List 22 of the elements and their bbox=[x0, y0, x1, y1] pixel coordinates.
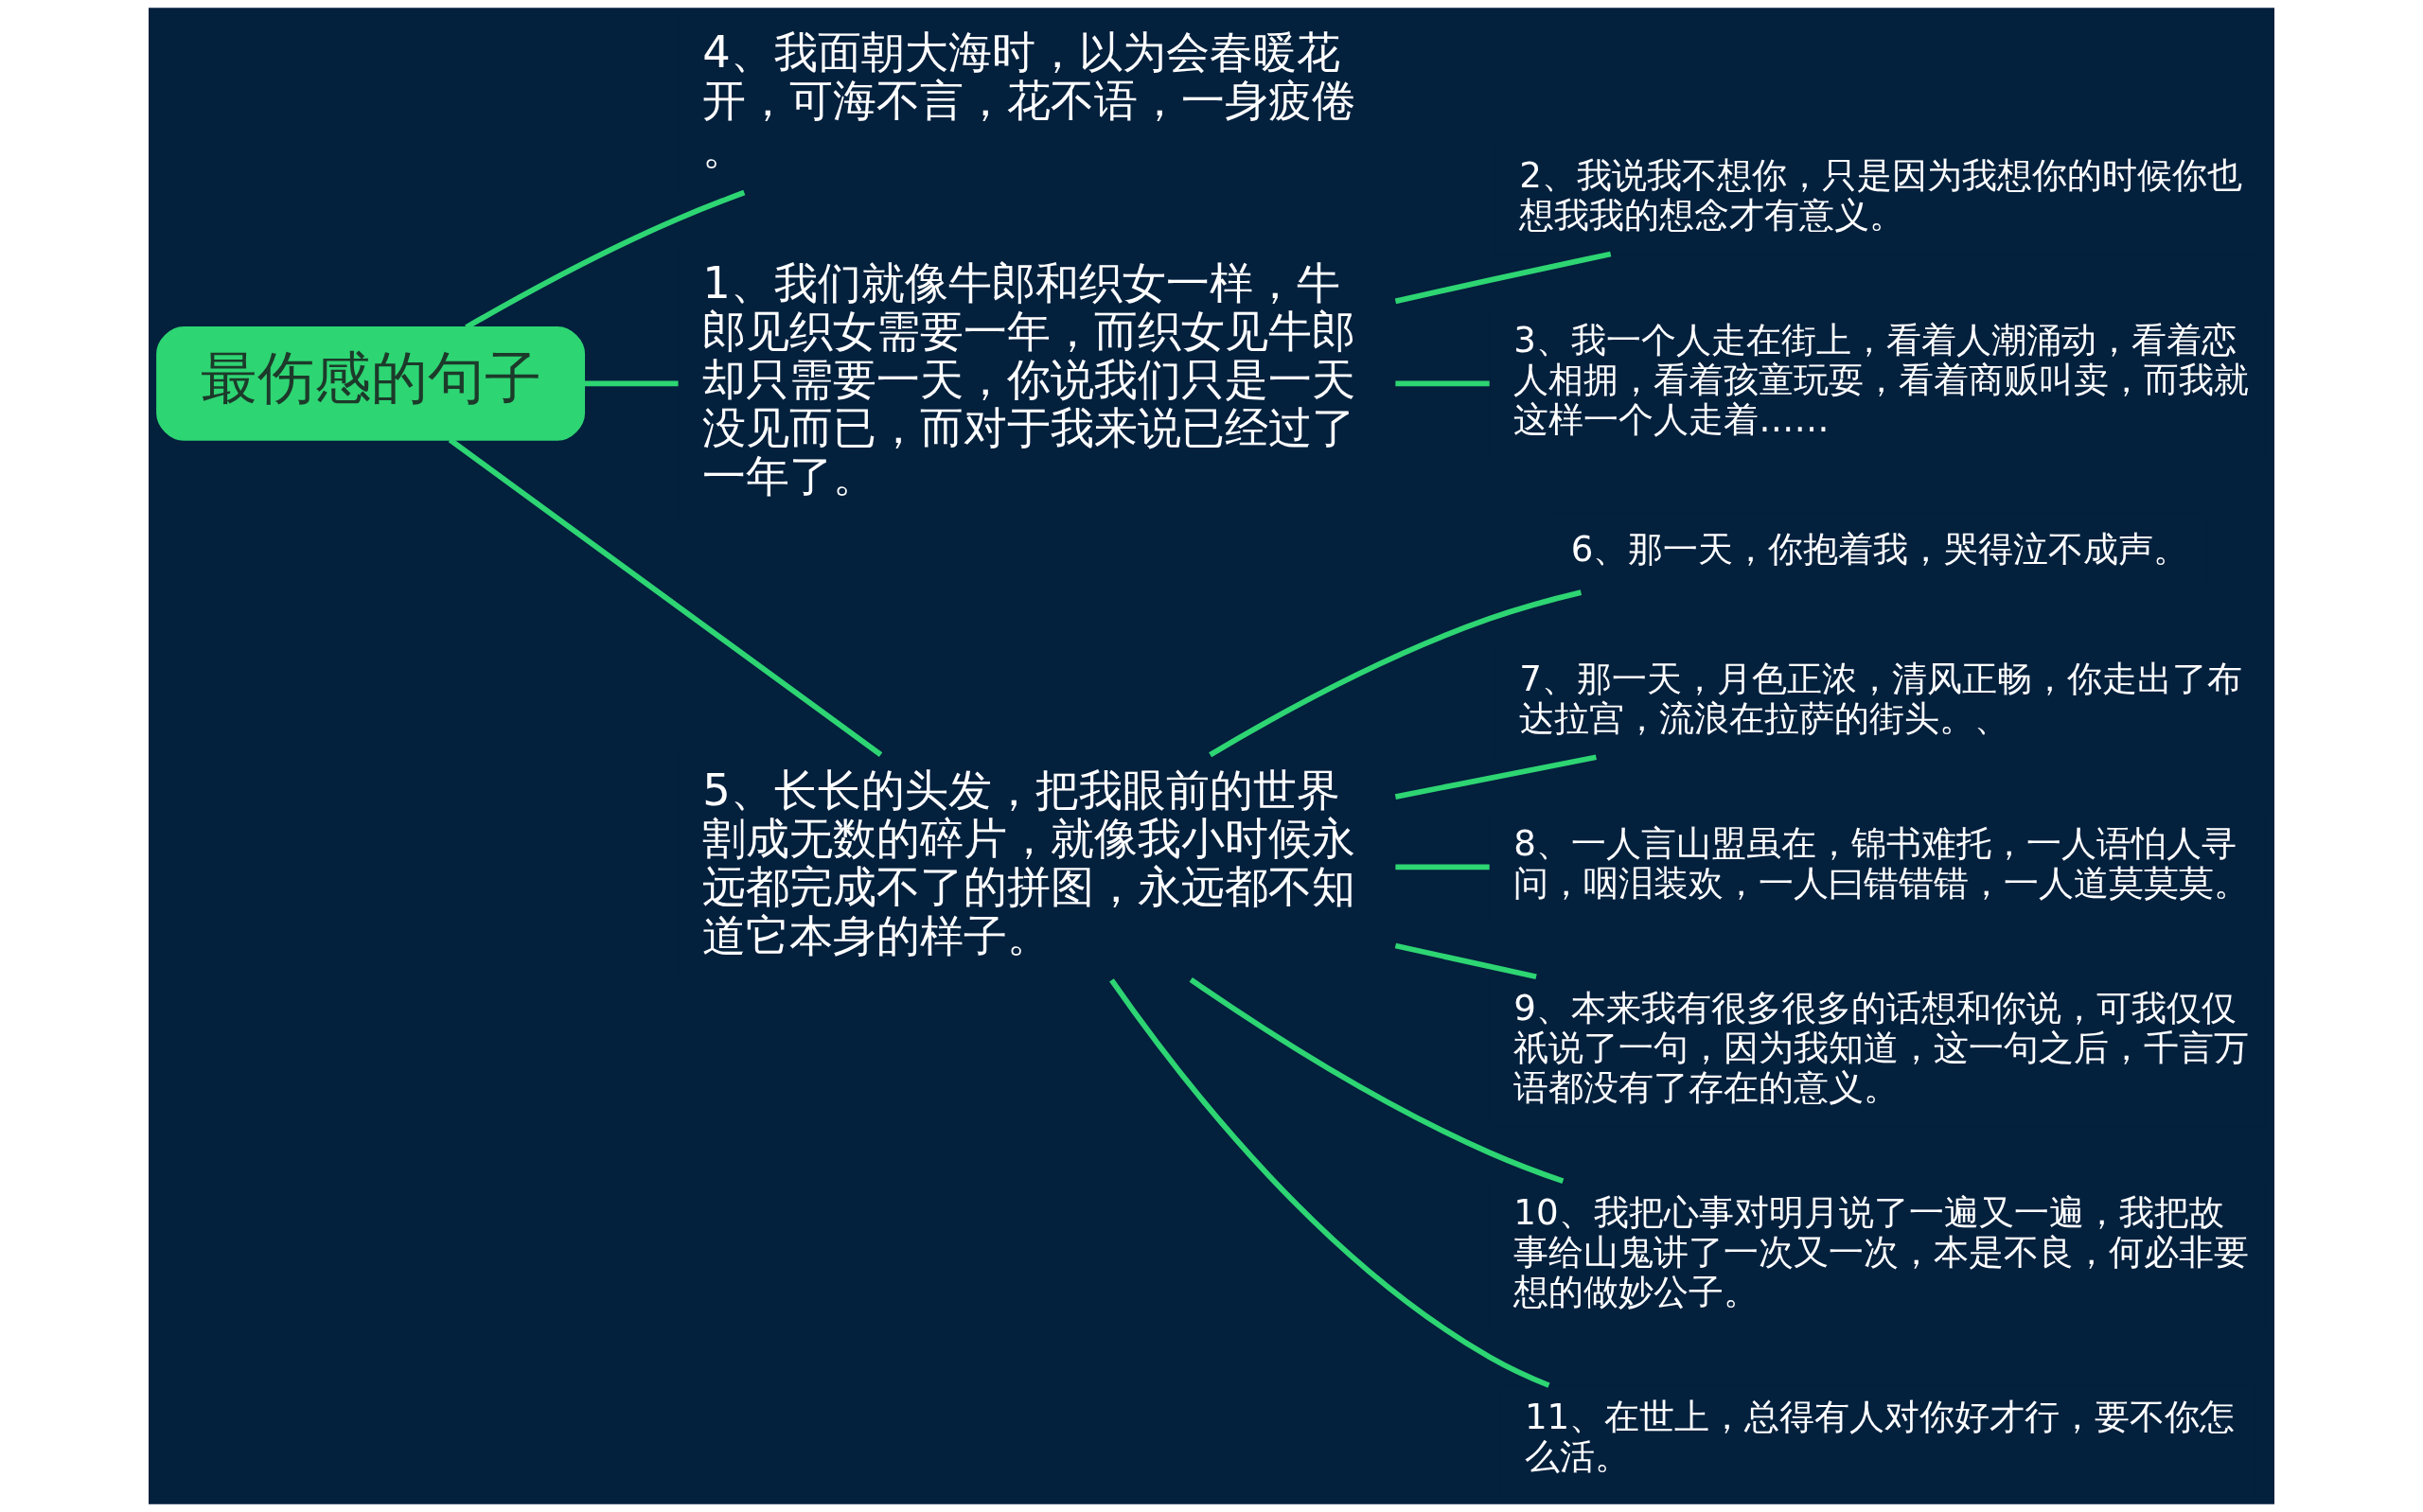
node-text: 7、那一天，月色正浓，清风正畅，你走出了布达拉宫，流浪在拉萨的街头。、 bbox=[1519, 659, 2242, 739]
connector bbox=[448, 437, 883, 757]
connector bbox=[1209, 589, 1583, 758]
node-text: 8、一人言山盟虽在，锦书难托，一人语怕人寻问，咽泪装欢，一人曰错错错，一人道莫莫莫。 bbox=[1513, 823, 2250, 905]
node-box: 最伤感的句子 bbox=[156, 325, 586, 441]
connector bbox=[1394, 754, 1597, 800]
connector bbox=[1394, 942, 1537, 980]
connector bbox=[1109, 978, 1550, 1388]
node-text: 3、我一个人走在街上，看着人潮涌动，看着恋人相拥，看着孩童玩耍，看着商贩叫卖，而我就这样一个人走着…… bbox=[1513, 320, 2250, 440]
connector bbox=[1394, 251, 1612, 305]
node-text: 4、我面朝大海时，以为会春暖花开，可海不言，花不语，一身疲倦。 bbox=[702, 26, 1356, 175]
node-text: 6、那一天，你抱着我，哭得泣不成声。 bbox=[1570, 528, 2189, 570]
connector bbox=[1395, 864, 1490, 870]
node-text: 1、我们就像牛郎和织女一样，牛郎见织女需要一年，而织女见牛郎却只需要一天，你说我们只是一天没见而已，而对于我来说已经过了一年了。 bbox=[702, 256, 1356, 502]
node-text: 11、在世上，总得有人对你好才行，要不你怎么活。 bbox=[1524, 1397, 2236, 1478]
node-text: 5、长长的头发，把我眼前的世界割成无数的碎片，就像我小时候永远都完成不了的拼图，永远都不知道它本身的样子。 bbox=[702, 765, 1356, 961]
connector bbox=[584, 380, 679, 387]
node-text: 2、我说我不想你，只是因为我想你的时候你也想我我的想念才有意义。 bbox=[1519, 155, 2242, 236]
connector bbox=[1189, 977, 1565, 1185]
node-text: 10、我把心事对明月说了一遍又一遍，我把故事给山鬼讲了一次又一次，本是不良，何必非要想的做妙公子。 bbox=[1513, 1192, 2250, 1313]
node-text: 9、本来我有很多很多的话想和你说，可我仅仅祇说了一句，因为我知道，这一句之后，千言万语都没有了存在的意义。 bbox=[1513, 988, 2250, 1109]
connector bbox=[1395, 380, 1490, 387]
